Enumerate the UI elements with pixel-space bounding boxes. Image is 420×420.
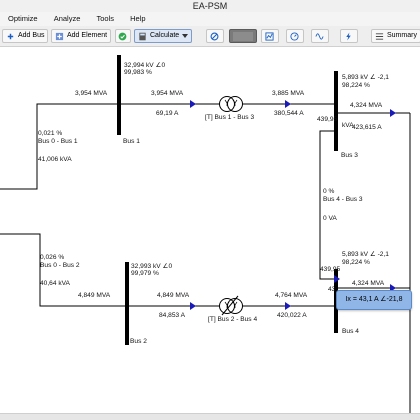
flow-arrow-tie bbox=[334, 275, 340, 283]
check-button[interactable] bbox=[115, 29, 131, 43]
line34-loss: 0 % bbox=[323, 188, 335, 195]
flow-arrow-t24-out bbox=[285, 302, 291, 310]
menu-analyze[interactable]: Analyze bbox=[53, 14, 81, 23]
add-element-button[interactable]: Add Element bbox=[51, 29, 112, 43]
line01-name: Bus 0 - Bus 1 bbox=[38, 138, 78, 145]
line-bus0-bus1[interactable] bbox=[0, 103, 117, 190]
bus2-bar[interactable] bbox=[125, 262, 129, 345]
add-element-label: Add Element bbox=[67, 32, 108, 39]
toolbar: Add Bus Add Element Calculate Summary bbox=[0, 26, 420, 47]
t24-tap-arrow bbox=[221, 295, 239, 316]
menu-optimize[interactable]: Optimize bbox=[8, 14, 38, 23]
flow-arrow-bus3-out bbox=[390, 109, 396, 117]
chart-icon bbox=[265, 31, 274, 41]
line-bus4-bus3[interactable] bbox=[319, 130, 334, 280]
line02-flow: 4,849 MVA bbox=[78, 292, 111, 299]
wave-button[interactable] bbox=[311, 29, 329, 43]
menu-bar: Optimize Analyze Tools Help bbox=[0, 12, 420, 26]
bus1-bar[interactable] bbox=[117, 55, 121, 135]
lightning-button[interactable] bbox=[340, 29, 358, 43]
bus3-bar[interactable] bbox=[334, 71, 338, 151]
bus3-voltage: 5,893 kV ∠ -2,1 bbox=[342, 74, 389, 81]
add-bus-label: Add Bus bbox=[18, 32, 45, 39]
line02-loss: 0,026 % bbox=[40, 254, 65, 261]
t24-winding-icon bbox=[224, 301, 238, 308]
t13-amp-in: 69,19 A bbox=[156, 110, 179, 117]
bus2-voltage: 32,993 kV ∠0 bbox=[131, 263, 173, 270]
calculate-button[interactable]: Calculate bbox=[134, 29, 193, 43]
check-icon bbox=[118, 32, 127, 40]
line34-power: 0 VA bbox=[323, 215, 337, 222]
grid-icon bbox=[233, 31, 253, 41]
bus3-percent: 98,224 % bbox=[342, 82, 370, 89]
chart-button[interactable] bbox=[261, 29, 279, 43]
window-title: EA-PSM bbox=[192, 1, 228, 11]
current-tooltip: Ix = 43,1 A ∠-21,8 bbox=[336, 290, 412, 310]
t24-mva-in: 4,849 MVA bbox=[157, 292, 190, 299]
bus4-name: Bus 4 bbox=[342, 328, 359, 335]
summary-label: Summary bbox=[387, 32, 417, 39]
gauge-button[interactable] bbox=[286, 29, 304, 43]
bus4-out-mva: 4,324 MVA bbox=[352, 280, 385, 287]
bus4-percent: 98,224 % bbox=[342, 259, 370, 266]
flow-arrow-t13-out bbox=[285, 100, 291, 108]
t13-mva-out: 3,885 MVA bbox=[272, 90, 305, 97]
line02-power: 40,64 kVA bbox=[40, 280, 70, 287]
t24-amp-out: 420,022 A bbox=[277, 312, 307, 319]
add-element-icon bbox=[55, 32, 64, 40]
bus4-voltage: 5,893 kV ∠ -2,1 bbox=[342, 251, 389, 258]
calculator-icon bbox=[139, 32, 146, 40]
add-bus-button[interactable]: Add Bus bbox=[2, 29, 49, 43]
t13-name: [T] Bus 1 - Bus 3 bbox=[205, 114, 255, 121]
menu-tools[interactable]: Tools bbox=[96, 14, 114, 23]
bus1-percent: 99,983 % bbox=[124, 69, 152, 76]
flow-arrow-t13-in bbox=[190, 100, 196, 108]
bus3-out-mva: 4,324 MVA bbox=[350, 102, 383, 109]
add-bus-icon bbox=[7, 33, 14, 39]
t13-amp-out: 380,544 A bbox=[274, 110, 304, 117]
bus3-out-kva-side: 439,95 bbox=[317, 116, 338, 123]
menu-help[interactable]: Help bbox=[130, 14, 146, 23]
bus3-name: Bus 3 bbox=[341, 152, 358, 159]
bus1-name: Bus 1 bbox=[123, 138, 140, 145]
t13-winding-icon bbox=[224, 99, 238, 106]
t13-mva-in: 3,954 MVA bbox=[151, 90, 184, 97]
bus4-out-partial: 43 bbox=[328, 286, 336, 293]
line01-power: 41,006 kVA bbox=[38, 156, 72, 163]
flow-arrow-t24-in bbox=[190, 302, 196, 310]
lightning-icon bbox=[346, 31, 351, 41]
bus2-percent: 99,979 % bbox=[131, 270, 159, 277]
list-icon bbox=[375, 32, 384, 40]
forbidden-icon bbox=[210, 32, 219, 40]
grid-view-button[interactable] bbox=[229, 29, 257, 43]
gauge-icon bbox=[290, 31, 299, 41]
title-bar: EA-PSM bbox=[0, 0, 420, 12]
t24-coil-right[interactable] bbox=[227, 298, 243, 314]
bus3-out-kva-unit: kVA bbox=[342, 122, 354, 129]
wave-icon bbox=[315, 32, 324, 40]
chevron-down-icon bbox=[182, 34, 189, 38]
calculate-label: Calculate bbox=[150, 32, 180, 39]
bus4-out-kva-side: 439,95 bbox=[320, 266, 341, 273]
diagram-canvas[interactable]: 32,994 kV ∠0 99,983 % Bus 1 3,954 MVA 0,… bbox=[0, 47, 420, 420]
bus3-out-amp: 423,615 A bbox=[352, 124, 382, 131]
t24-name: [T] Bus 2 - Bus 4 bbox=[208, 316, 258, 323]
line02-name: Bus 0 - Bus 2 bbox=[40, 262, 80, 269]
bus2-name: Bus 2 bbox=[130, 338, 147, 345]
status-bar bbox=[0, 413, 420, 420]
line34-name: Bus 4 - Bus 3 bbox=[323, 196, 363, 203]
summary-button[interactable]: Summary bbox=[371, 29, 420, 43]
t13-coil-right[interactable] bbox=[227, 96, 243, 112]
t24-amp-in: 84,853 A bbox=[159, 312, 186, 319]
line01-flow: 3,954 MVA bbox=[75, 90, 108, 97]
diagram-wires bbox=[0, 55, 411, 420]
line01-loss: 0,021 % bbox=[38, 130, 63, 137]
line-bus0-bus2[interactable] bbox=[0, 233, 125, 307]
t24-mva-out: 4,764 MVA bbox=[275, 292, 308, 299]
bus1-voltage: 32,994 kV ∠0 bbox=[124, 62, 166, 69]
stop-button[interactable] bbox=[206, 29, 224, 43]
